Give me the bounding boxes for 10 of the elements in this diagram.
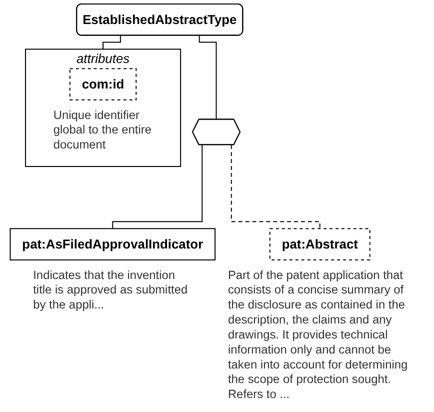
node-label: Indicates that the invention title is approved as submitted by the appli... (33, 268, 188, 312)
node-box: pat:AsFiledApprovalIndicator (10, 228, 216, 260)
connector (102, 34, 121, 50)
node-box: com:id (69, 68, 137, 100)
node-box: pat:Abstract (269, 228, 370, 260)
connector (112, 144, 203, 230)
connector (198, 35, 218, 120)
node-label: Unique identifier global to the entire document (53, 108, 152, 152)
connector (230, 144, 320, 230)
node-label: Part of the patent application that consists of a concise summary of the disclosure as contained in the description, the claims and any drawings. It provides technical information only and cannot be taken into account for determining the scope of protection sought. Refers to ... (228, 268, 408, 402)
